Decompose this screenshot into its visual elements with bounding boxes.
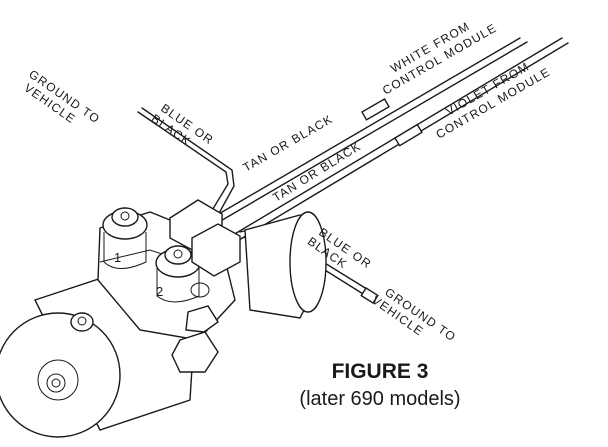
wires xyxy=(137,37,569,305)
port-2: 2 xyxy=(155,245,201,303)
solenoid-fitting-2 xyxy=(191,223,241,277)
white-wire-connector xyxy=(361,98,390,121)
terminal-1-label: 1 xyxy=(114,250,121,265)
figure-title: FIGURE 3 xyxy=(331,360,429,383)
ground-wire-top xyxy=(137,111,229,223)
ground-terminal-bottom xyxy=(360,287,379,305)
pump-assembly: 1 2 xyxy=(0,199,327,438)
white-wire xyxy=(204,37,521,223)
figure-subtitle: (later 690 models) xyxy=(299,388,461,410)
port-1: 1 xyxy=(102,207,148,269)
violet-wire-connector xyxy=(394,123,423,147)
terminal-2-label: 2 xyxy=(156,284,163,299)
